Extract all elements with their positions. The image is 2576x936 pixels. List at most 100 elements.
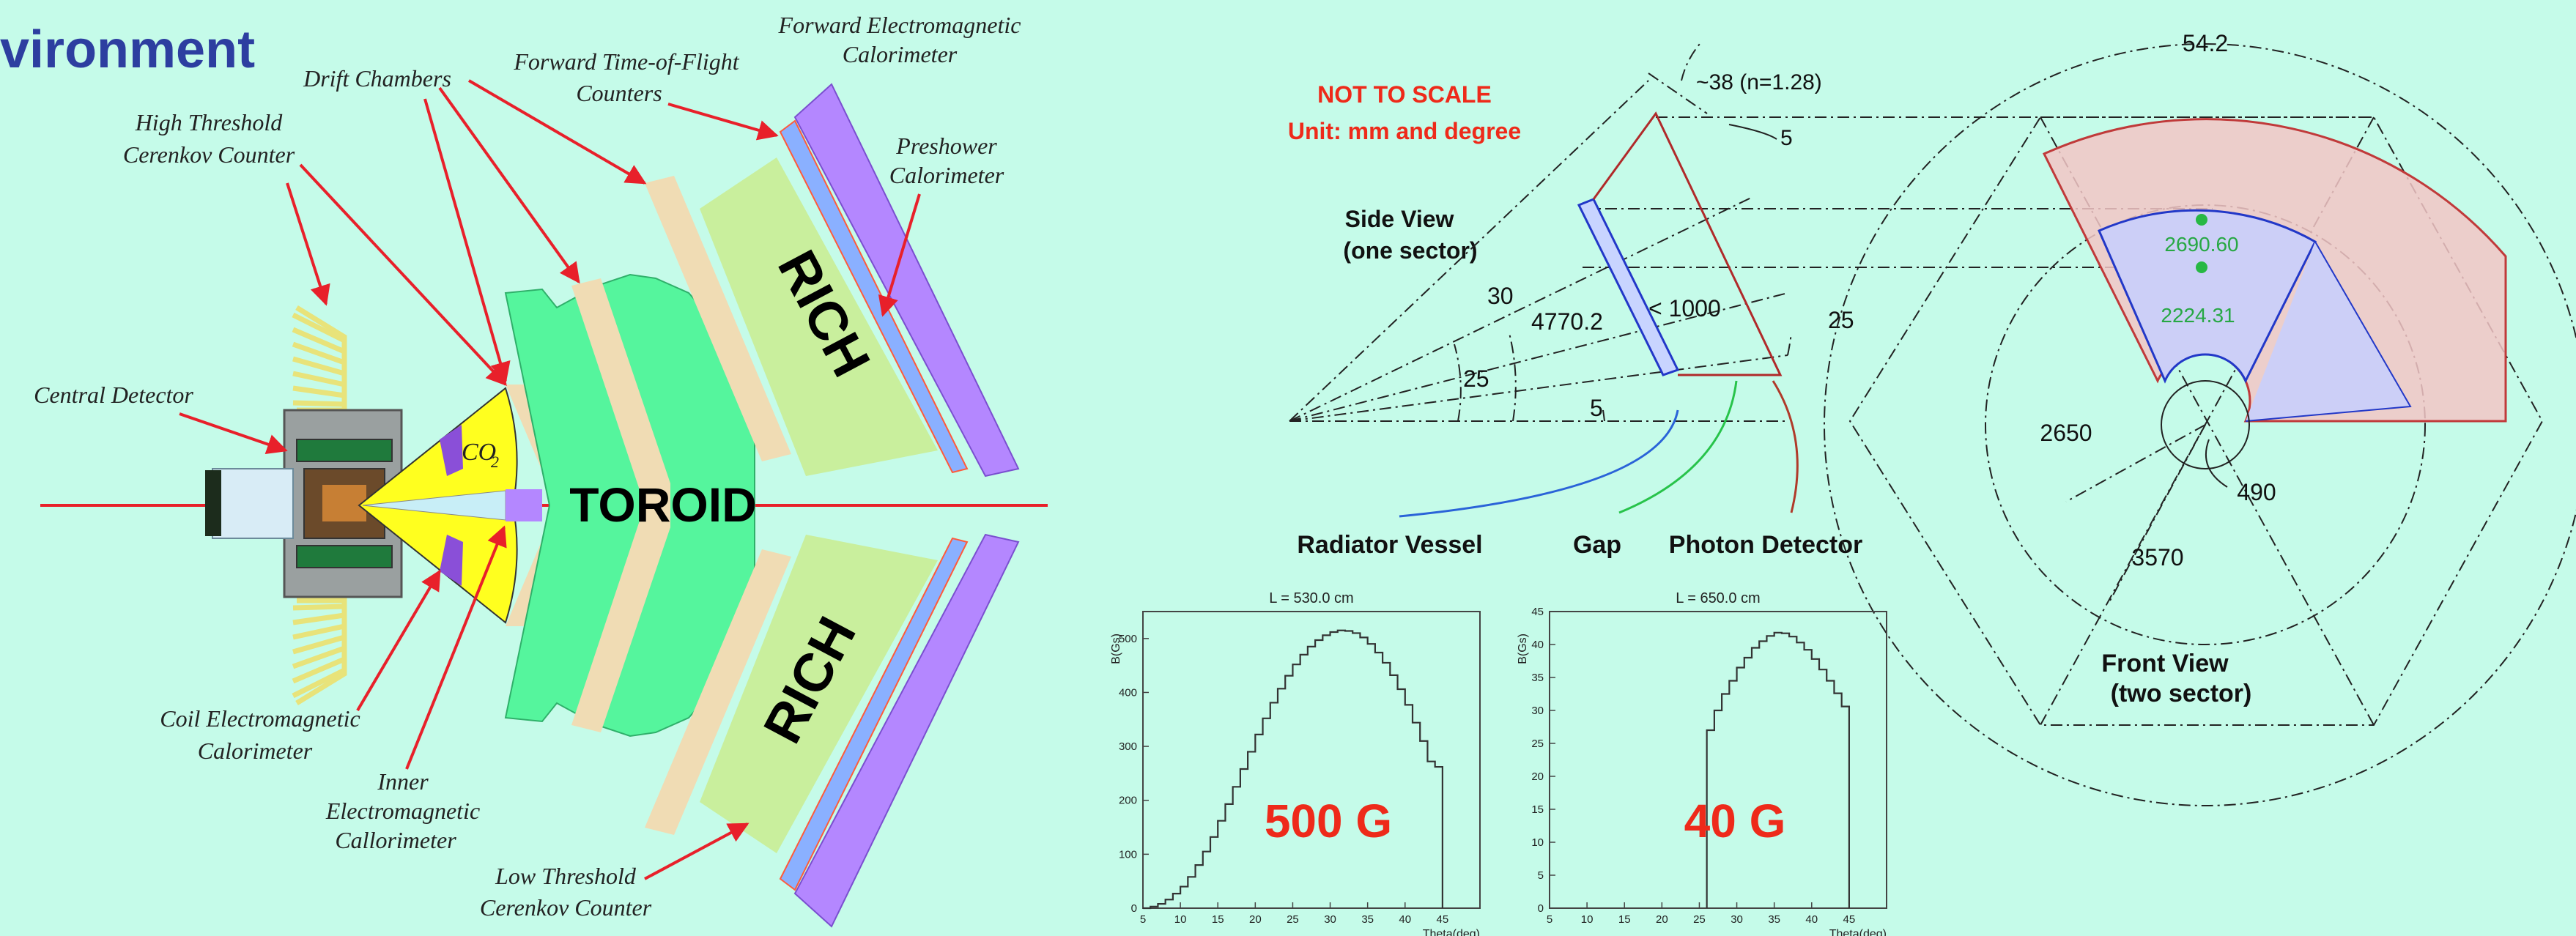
- label-coil-line2: Calorimeter: [198, 738, 313, 764]
- y-axis-label: B(Gs): [1517, 634, 1529, 664]
- dim-2650: 2650: [2040, 420, 2092, 446]
- y-tick-label: 500: [1119, 633, 1137, 645]
- x-tick-label: 30: [1731, 913, 1743, 926]
- forward-em-calorimeter-bottom: [779, 533, 1020, 928]
- label-inner-em-line1: Inner: [377, 768, 429, 795]
- label-forward-tof: Forward Time-of-Flight Counters: [513, 48, 779, 141]
- dim-5-top: 5: [1780, 126, 1793, 150]
- co2-label: CO: [462, 439, 496, 466]
- forward-tof-bar-bottom: [645, 549, 791, 835]
- co2-subscript: 2: [491, 453, 499, 471]
- note-not-to-scale: NOT TO SCALE: [1317, 81, 1492, 108]
- label-preshower: Preshower Calorimeter: [878, 133, 1004, 317]
- dim-1000: < 1000: [1648, 295, 1721, 322]
- field-annotation: 500 G: [1265, 795, 1392, 847]
- radiator-vessel: [1577, 198, 1680, 376]
- y-tick-label: 20: [1531, 770, 1544, 783]
- y-axis-label: B(Gs): [1110, 634, 1122, 664]
- x-tick-label: 35: [1361, 913, 1374, 926]
- x-tick-label: 45: [1437, 913, 1449, 926]
- label-photon-detector: Photon Detector: [1669, 531, 1862, 559]
- y-tick-label: 15: [1531, 803, 1544, 816]
- x-tick-label: 10: [1581, 913, 1594, 926]
- y-tick-label: 35: [1531, 672, 1544, 684]
- x-tick-label: 15: [1618, 913, 1631, 926]
- x-tick-label: 10: [1174, 913, 1187, 926]
- toroid: TOROID: [504, 273, 757, 738]
- y-tick-label: 30: [1531, 705, 1544, 717]
- label-coil-em: Coil Electromagnetic Calorimeter: [160, 569, 441, 764]
- label-preshower-line1: Preshower: [895, 133, 997, 159]
- label-gap: Gap: [1573, 531, 1621, 559]
- label-high-threshold-line1: High Threshold: [135, 109, 284, 135]
- label-low-threshold-line2: Cerenkov Counter: [480, 894, 652, 921]
- label-low-threshold-line1: Low Threshold: [495, 863, 637, 889]
- x-tick-label: 5: [1547, 913, 1552, 926]
- label-high-threshold: High Threshold Cerenkov Counter: [123, 109, 507, 387]
- front-radiator-sector: [2098, 209, 2317, 384]
- y-tick-label: 300: [1119, 740, 1137, 753]
- front-view-line1: Front View: [2101, 650, 2229, 677]
- label-central-detector: Central Detector: [34, 382, 288, 455]
- dim-angle-38: ~38 (n=1.28): [1696, 70, 1822, 94]
- x-tick-label: 20: [1249, 913, 1262, 926]
- x-axis-label: Theta(deg): [1829, 928, 1887, 936]
- dim-30: 30: [1487, 283, 1514, 309]
- dim-5-bottom: 5: [1590, 395, 1603, 421]
- label-drift-line1: Drift Chambers: [303, 65, 451, 92]
- dim-3570: 3570: [2131, 544, 2183, 571]
- front-view-line2: (two sector): [2111, 680, 2252, 707]
- forward-em-calorimeter-top: [779, 83, 1020, 478]
- y-tick-label: 5: [1538, 869, 1544, 882]
- x-tick-label: 30: [1324, 913, 1336, 926]
- plot-frame: [1142, 611, 1481, 909]
- label-inner-em: Inner Electromagnetic Callorimeter: [325, 525, 507, 853]
- label-inner-em-line3: Callorimeter: [335, 827, 456, 853]
- low-threshold-cerenkov-fan: [292, 598, 347, 705]
- dim-54: 54.2: [2183, 30, 2228, 56]
- chart-title: L = 650.0 cm: [1676, 590, 1760, 606]
- series-line: [1143, 629, 1443, 910]
- x-tick-label: 15: [1212, 913, 1224, 926]
- y-tick-label: 10: [1531, 836, 1544, 849]
- toroid-label: TOROID: [569, 478, 756, 532]
- side-view-line2: (one sector): [1343, 237, 1477, 264]
- label-forward-em: Forward Electromagnetic Calorimeter: [778, 12, 1021, 67]
- y-tick-label: 100: [1119, 848, 1137, 861]
- x-tick-label: 25: [1287, 913, 1299, 926]
- label-central-line1: Central Detector: [34, 382, 193, 408]
- x-tick-label: 40: [1399, 913, 1411, 926]
- label-preshower-line2: Calorimeter: [889, 162, 1004, 188]
- field-annotation: 40 G: [1684, 795, 1786, 847]
- y-tick-label: 200: [1119, 795, 1137, 807]
- x-tick-label: 40: [1805, 913, 1818, 926]
- dim-4770: 4770.2: [1531, 308, 1603, 335]
- dim-490: 490: [2237, 479, 2276, 505]
- label-inner-em-line2: Electromagnetic: [325, 798, 480, 824]
- label-forward-tof-line2: Counters: [576, 80, 662, 106]
- y-tick-label: 400: [1119, 686, 1137, 699]
- y-tick-label: 40: [1531, 639, 1544, 651]
- x-tick-label: 45: [1843, 913, 1856, 926]
- label-low-threshold: Low Threshold Cerenkov Counter: [480, 822, 750, 921]
- label-drift-chambers: Drift Chambers: [303, 65, 647, 383]
- y-tick-label: 0: [1538, 902, 1544, 915]
- chart-title: L = 530.0 cm: [1269, 590, 1353, 606]
- label-radiator-vessel: Radiator Vessel: [1297, 531, 1482, 559]
- y-tick-label: 0: [1131, 902, 1137, 915]
- x-tick-label: 5: [1140, 913, 1146, 926]
- forward-tof-bar-top: [645, 176, 791, 461]
- note-units: Unit: mm and degree: [1288, 118, 1521, 144]
- y-tick-label: 45: [1531, 606, 1544, 618]
- series-line: [1706, 631, 1850, 908]
- photon-detector: [1592, 111, 1783, 376]
- plot-frame: [1549, 611, 1887, 909]
- label-forward-em-line1: Forward Electromagnetic: [778, 12, 1021, 38]
- x-tick-label: 35: [1768, 913, 1780, 926]
- x-tick-label: 20: [1656, 913, 1668, 926]
- rich-schematic: NOT TO SCALE Unit: mm and degree Side Vi…: [1288, 30, 2576, 806]
- label-coil-line1: Coil Electromagnetic: [160, 705, 360, 732]
